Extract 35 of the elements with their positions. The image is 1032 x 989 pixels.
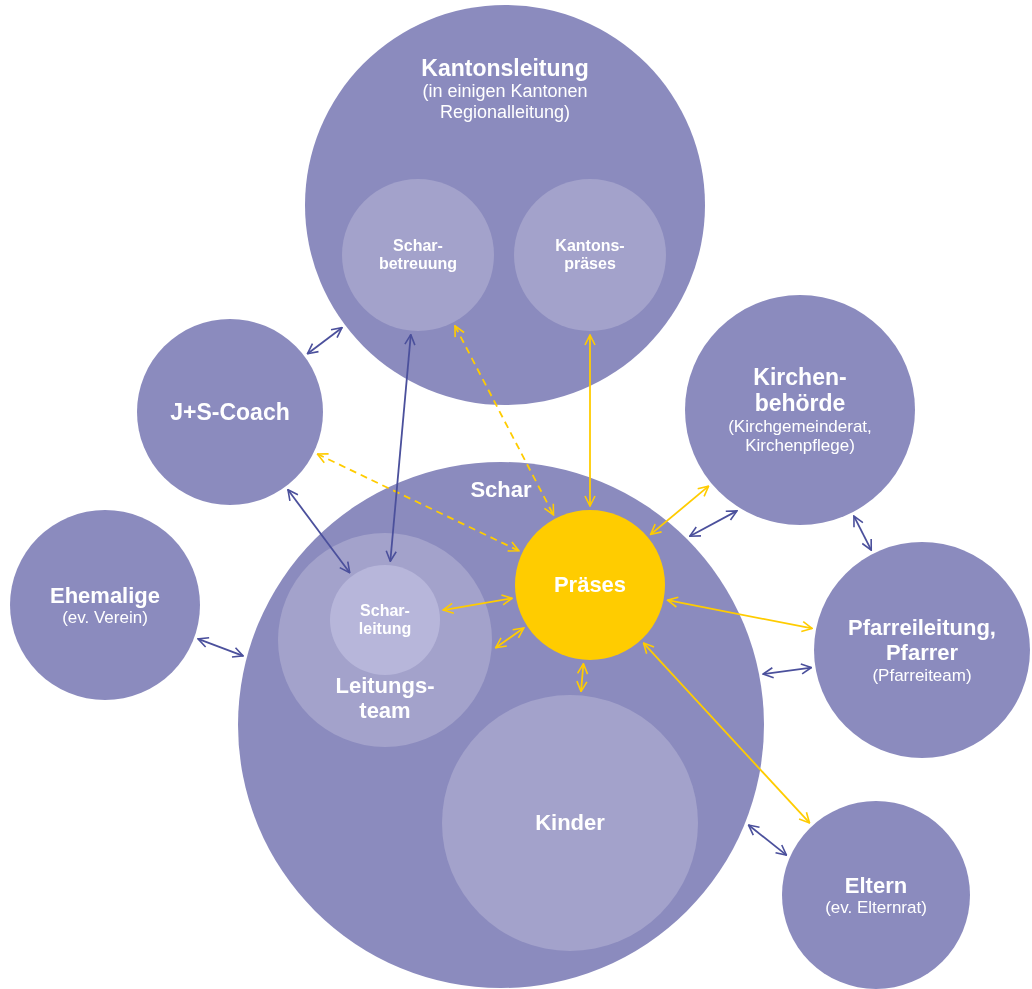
double-arrow (385, 333, 416, 563)
double-arrow (576, 662, 589, 693)
double-arrow (584, 334, 596, 507)
node-title: Präses (553, 572, 627, 598)
double-arrow (454, 325, 555, 516)
node-title: Schar- betreuung (377, 236, 459, 274)
node-title: Kinder (535, 810, 605, 836)
double-arrow (642, 642, 811, 824)
double-arrow (666, 596, 813, 633)
double-arrow (688, 510, 738, 538)
double-arrow (197, 636, 244, 658)
node-subtitle: (ev. Elternrat) (825, 897, 927, 918)
node-title: Kirchen- behörde (752, 364, 848, 417)
node-title: Kantons- präses (554, 236, 626, 274)
double-arrow (306, 326, 343, 355)
node-title: Schar (470, 477, 532, 503)
node-subtitle: (in einigen Kantonen Regionalleitung) (421, 81, 589, 123)
double-arrow (316, 453, 520, 552)
node-title: Schar- leitung (357, 601, 413, 639)
node-title: Leitungs- team (334, 673, 436, 724)
double-arrow (287, 488, 351, 574)
double-arrow (649, 485, 710, 536)
double-arrow (442, 594, 514, 615)
node-subtitle: (Kirchgemeinderat, Kirchenpflege) (727, 416, 873, 456)
node-title: Eltern (844, 872, 908, 898)
node-subtitle: (ev. Verein) (62, 607, 148, 628)
node-title: Pfarreileitung, Pfarrer (847, 614, 997, 666)
double-arrow (494, 627, 525, 649)
node-title: J+S-Coach (170, 398, 290, 426)
double-arrow (853, 515, 873, 552)
double-arrow (747, 824, 788, 857)
node-title: Kantonsleitung (421, 55, 589, 82)
node-title: Ehemalige (49, 582, 160, 608)
double-arrow (762, 663, 813, 679)
node-subtitle: (Pfarreiteam) (872, 665, 972, 686)
